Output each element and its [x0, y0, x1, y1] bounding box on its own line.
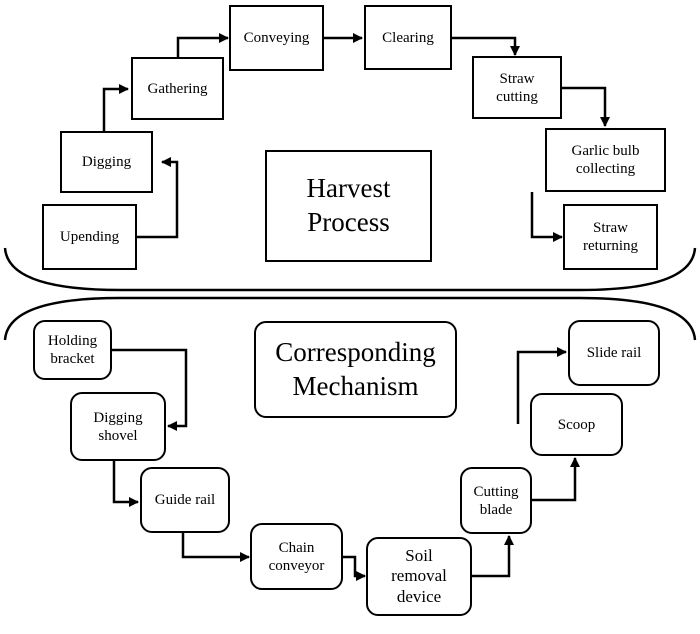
part-holding-bracket: Holding bracket: [33, 320, 112, 380]
part-chain-conveyor: Chain conveyor: [250, 523, 343, 590]
part-slide-rail: Slide rail: [568, 320, 660, 386]
step-garlic-bulb-collecting: Garlic bulb collecting: [545, 128, 666, 192]
part-guide-rail: Guide rail: [140, 467, 230, 533]
arrow-upending-digging: [137, 157, 179, 239]
arrow-guide-rail-chain-conveyor: [181, 533, 250, 562]
arrow-soil-removal-cutting-blade: [472, 535, 514, 578]
step-straw-returning: Straw returning: [563, 204, 658, 270]
arrow-digging-gathering: [102, 84, 129, 131]
step-conveying: Conveying: [229, 5, 324, 71]
bottom-section-brace: [3, 296, 697, 341]
arrow-garlic-bulb-collecting-straw-returning: [530, 192, 563, 242]
step-clearing: Clearing: [364, 5, 452, 70]
arrow-straw-cutting-garlic-bulb-collecting: [562, 86, 610, 127]
arrow-chain-conveyor-soil-removal: [343, 555, 366, 581]
step-digging: Digging: [60, 131, 153, 193]
part-cutting-blade: Cutting blade: [460, 467, 532, 534]
step-upending: Upending: [42, 204, 137, 270]
part-soil-removal-device: Soil removal device: [366, 537, 472, 616]
corresponding-mechanism-title: Corresponding Mechanism: [254, 321, 457, 418]
arrow-clearing-straw-cutting: [452, 36, 520, 56]
arrow-gathering-conveying: [176, 33, 229, 57]
step-gathering: Gathering: [131, 57, 224, 120]
harvest-process-title: Harvest Process: [265, 150, 432, 262]
step-straw-cutting: Straw cutting: [472, 56, 562, 119]
part-scoop: Scoop: [530, 393, 623, 456]
arrow-cutting-blade-scoop: [532, 457, 580, 502]
arrow-holding-bracket-digging-shovel: [112, 348, 188, 431]
arrow-digging-shovel-guide-rail: [112, 461, 139, 507]
top-section-brace: [3, 247, 697, 292]
arrow-scoop-slide-rail: [516, 347, 567, 424]
part-digging-shovel: Digging shovel: [70, 392, 166, 461]
